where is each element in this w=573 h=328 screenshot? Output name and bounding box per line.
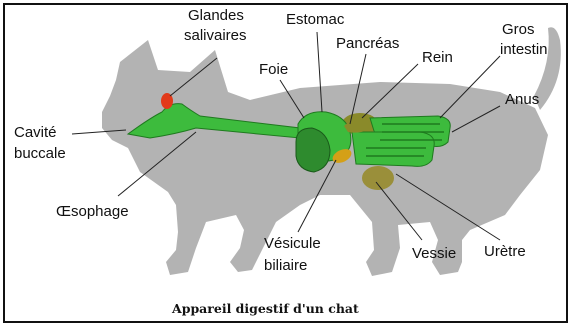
label-cavite-buccale-line2: buccale xyxy=(14,145,66,162)
label-pancreas: Pancréas xyxy=(336,35,399,52)
label-oesophage: Œsophage xyxy=(56,203,129,220)
label-glandes-salivaires-line2: salivaires xyxy=(184,27,247,44)
label-estomac: Estomac xyxy=(286,11,345,28)
label-rein: Rein xyxy=(422,49,453,66)
diagram-caption: Appareil digestif d'un chat xyxy=(171,301,359,316)
label-glandes-salivaires-line1: Glandes xyxy=(188,7,244,24)
label-vessie: Vessie xyxy=(412,245,456,262)
small-intestine xyxy=(352,132,434,166)
label-vesicule-biliaire-line1: Vésicule xyxy=(264,235,321,252)
bladder xyxy=(362,166,394,190)
label-uretre: Urètre xyxy=(484,243,526,260)
label-anus: Anus xyxy=(505,91,539,108)
label-cavite-buccale-line1: Cavité xyxy=(14,124,57,141)
label-gros-intestin-line1: Gros xyxy=(502,21,535,38)
label-gros-intestin-line2: intestin xyxy=(500,41,548,58)
label-foie: Foie xyxy=(259,61,288,78)
label-vesicule-biliaire-line2: biliaire xyxy=(264,257,307,274)
